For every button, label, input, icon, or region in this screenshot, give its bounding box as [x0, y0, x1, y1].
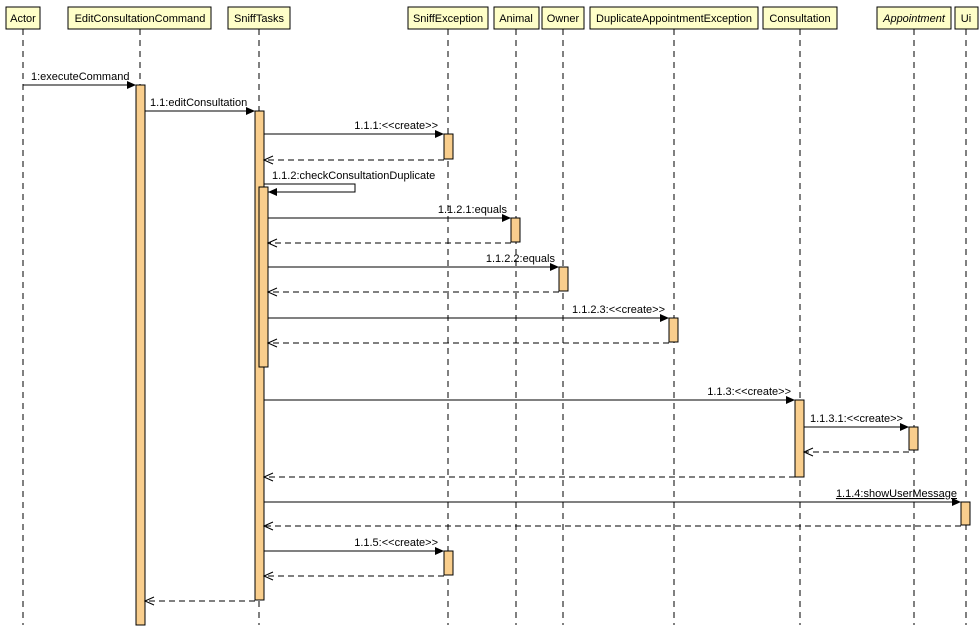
arrowhead-1-1-1-create [435, 130, 444, 138]
participant-box-owner [541, 6, 585, 30]
arrowhead-1-1-3-create [786, 396, 795, 404]
arrowhead-1-executecommand [127, 81, 136, 89]
activation-bar-appointment [908, 426, 919, 451]
participant-box-duplicateappointmentexception [589, 6, 759, 30]
participant-box-appointment [876, 6, 952, 30]
arrowhead-1-1-2-2-equals [550, 263, 559, 271]
activation-bar-editconsultationcommand [135, 84, 146, 626]
message-label-1-1-2-checkconsultationduplicate: 1.1.2:checkConsultationDuplicate [272, 170, 435, 182]
message-label-1-1-2-2-equals: 1.1.2.2:equals [486, 253, 556, 265]
activation-bar-snifftasks-nested [258, 186, 269, 368]
arrowhead-return [262, 521, 274, 531]
activation-bar-duplicateappointmentexception [668, 317, 679, 343]
activation-bar-ui [960, 501, 971, 526]
arrowhead-1-1-3-1-create [900, 423, 909, 431]
arrowhead-return [266, 287, 278, 297]
message-label-1-executecommand: 1:executeCommand [31, 71, 129, 83]
participant-box-animal [493, 6, 540, 30]
arrowhead-return [266, 338, 278, 348]
participant-label-consultation: Consultation [769, 13, 830, 25]
arrowhead-return [262, 472, 274, 482]
message-label-1-1-2-3-create: 1.1.2.3:<<create>> [572, 304, 665, 316]
participant-box-consultation [762, 6, 838, 30]
arrowhead-1-1-editconsultation [246, 107, 255, 115]
arrowhead-1-1-2-3-create [660, 314, 669, 322]
participant-label-actor: Actor [10, 13, 36, 25]
activation-bar-owner [558, 266, 569, 292]
message-label-1-1-4-showusermessage: 1.1.4:showUserMessage [836, 488, 957, 500]
arrowhead-return [262, 155, 274, 165]
activation-bar-animal [510, 217, 521, 243]
participant-box-snifftasks [227, 6, 291, 30]
participant-label-snifftasks: SniffTasks [234, 13, 284, 25]
arrowhead-1-1-2-1-equals [502, 214, 511, 222]
arrowhead-1-1-4-showusermessage [952, 498, 961, 506]
message-label-1-1-1-create: 1.1.1:<<create>> [354, 120, 438, 132]
message-self-1-1-2-checkconsultationduplicate [264, 183, 356, 193]
participant-label-owner: Owner [547, 13, 580, 25]
arrowhead-return [802, 447, 814, 457]
activation-bar-sniffexception [443, 133, 454, 160]
arrowhead-return [262, 571, 274, 581]
message-label-1-1-3-1-create: 1.1.3.1:<<create>> [810, 413, 903, 425]
message-label-1-1-3-create: 1.1.3:<<create>> [707, 386, 791, 398]
participant-label-animal: Animal [499, 13, 533, 25]
arrowhead-return [143, 596, 155, 606]
activation-bar-consultation [794, 399, 805, 478]
participant-label-duplicateappointmentexception: DuplicateAppointmentException [596, 13, 752, 25]
message-label-1-1-editconsultation: 1.1:editConsultation [150, 97, 247, 109]
message-label-1-1-5-create: 1.1.5:<<create>> [354, 537, 438, 549]
participant-label-editconsultationcommand: EditConsultationCommand [75, 13, 206, 25]
participant-box-ui [954, 6, 979, 30]
participant-box-actor [5, 6, 41, 30]
activation-bar-sniffexception-create-2 [443, 550, 454, 576]
participant-label-appointment: Appointment [882, 13, 946, 25]
arrowhead-1-1-2-checkconsultationduplicate [268, 188, 277, 196]
participant-label-ui: Ui [961, 13, 971, 25]
participant-box-editconsultationcommand [67, 6, 212, 30]
message-label-1-1-2-1-equals: 1.1.2.1:equals [438, 204, 508, 216]
arrowhead-return [266, 238, 278, 248]
participant-box-sniffexception [407, 6, 489, 30]
arrowhead-1-1-5-create [435, 547, 444, 555]
participant-label-sniffexception: SniffException [413, 13, 483, 25]
